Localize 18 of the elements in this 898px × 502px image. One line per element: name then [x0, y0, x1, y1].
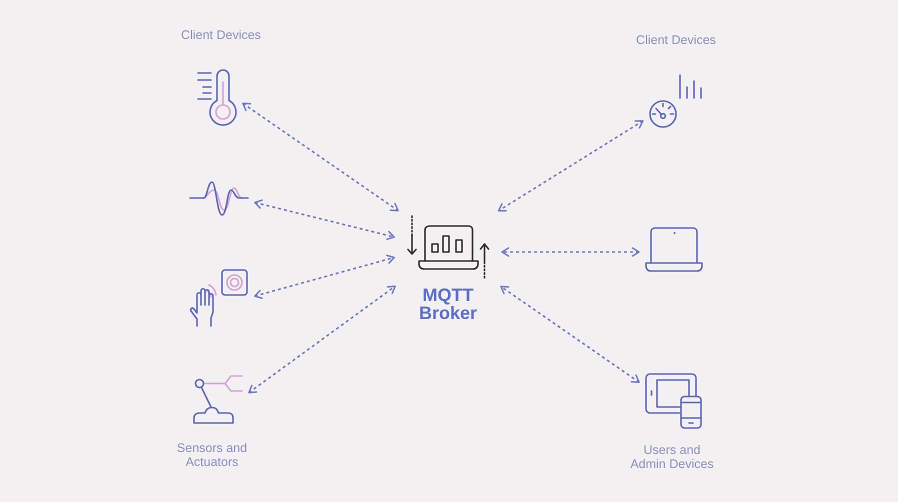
dashed-double-arrow: [500, 286, 640, 383]
node-label: MQTT Broker: [418, 286, 478, 322]
dashed-double-arrow: [254, 199, 395, 240]
gauge-icon: [648, 73, 704, 129]
waveform-icon: [189, 180, 249, 218]
device-caption: Users and Admin Devices: [629, 443, 715, 471]
dashed-double-arrow: [248, 286, 396, 394]
laptop-icon: [645, 227, 703, 273]
device-caption: Client Devices: [635, 33, 717, 47]
dashed-double-arrow: [242, 102, 399, 212]
device-caption: Client Devices: [180, 28, 262, 42]
hand-sensor-icon: [189, 268, 249, 328]
device-caption: Sensors and Actuators: [176, 441, 248, 469]
thermometer-icon: [196, 68, 238, 128]
dashed-double-arrow: [254, 254, 395, 299]
tablet-phone-icon: [644, 372, 702, 430]
dashed-double-arrow: [498, 120, 644, 212]
dashed-double-arrow: [501, 247, 640, 257]
